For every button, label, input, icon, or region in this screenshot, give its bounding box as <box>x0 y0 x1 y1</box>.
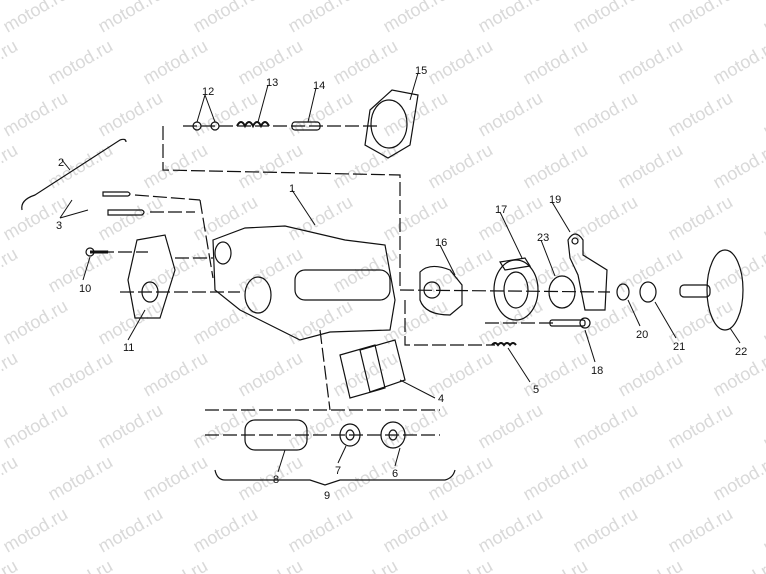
callout-label-3: 3 <box>56 220 63 232</box>
callout-label-7: 7 <box>335 465 342 477</box>
callout-label-10: 10 <box>79 283 92 295</box>
callout-label-13: 13 <box>266 77 279 89</box>
part-1-caliper <box>212 225 396 341</box>
callout-label-22: 22 <box>735 346 748 358</box>
callout-label-19: 19 <box>549 194 562 206</box>
callout-label-20: 20 <box>636 329 649 341</box>
callout-label-11: 11 <box>123 342 135 354</box>
callout-label-12: 12 <box>202 86 215 98</box>
callout-label-1: 1 <box>289 183 296 195</box>
part-3-pin-b <box>107 209 145 216</box>
callout-label-4: 4 <box>438 393 445 405</box>
callout-label-15: 15 <box>415 65 428 77</box>
guide-lines <box>100 125 611 436</box>
callout-label-18: 18 <box>591 365 604 377</box>
leader-lines <box>59 72 741 473</box>
part-2 <box>21 138 127 211</box>
callout-label-16: 16 <box>435 237 448 249</box>
callout-label-5: 5 <box>533 384 540 396</box>
callout-label-2: 2 <box>58 157 65 169</box>
callout-label-17: 17 <box>495 204 508 216</box>
callout-label-21: 21 <box>673 341 686 353</box>
callout-label-8: 8 <box>273 474 280 486</box>
callout-label-14: 14 <box>313 80 326 92</box>
part-3-pin-a <box>102 191 131 197</box>
callout-label-23: 23 <box>537 232 550 244</box>
callout-label-9: 9 <box>324 490 331 502</box>
callout-label-6: 6 <box>392 468 399 480</box>
